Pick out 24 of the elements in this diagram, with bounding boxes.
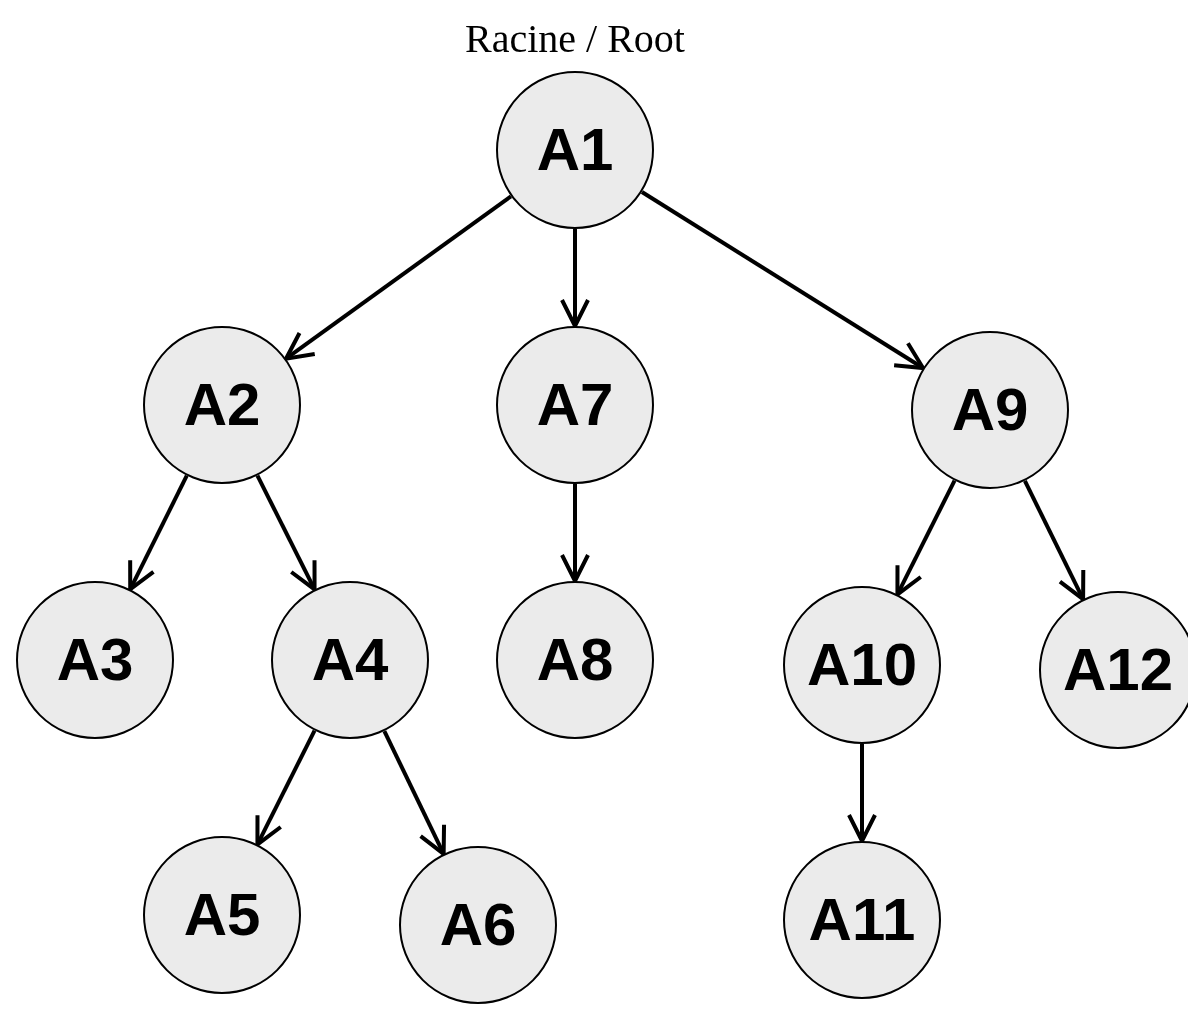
node-label: A2 bbox=[183, 375, 261, 435]
node-caption: Racine / Root bbox=[465, 19, 685, 59]
arrow bbox=[128, 474, 189, 592]
node-label: A1 bbox=[536, 120, 614, 180]
node-label: A8 bbox=[536, 630, 614, 690]
arrow bbox=[895, 479, 957, 597]
arrow bbox=[847, 744, 877, 843]
node-label: A6 bbox=[439, 895, 517, 955]
arrow bbox=[640, 190, 926, 371]
arrow bbox=[560, 229, 590, 328]
arrow bbox=[255, 474, 317, 592]
arrow bbox=[560, 484, 590, 583]
node-label: A4 bbox=[311, 630, 389, 690]
node-label: A10 bbox=[806, 635, 918, 695]
node-label: A12 bbox=[1062, 640, 1174, 700]
node-label: A3 bbox=[56, 630, 134, 690]
node-label: A5 bbox=[183, 885, 261, 945]
arrow bbox=[382, 730, 447, 856]
node-label: A7 bbox=[536, 375, 614, 435]
arrow bbox=[1023, 480, 1086, 602]
node-label: A9 bbox=[951, 380, 1029, 440]
arrow bbox=[255, 729, 317, 847]
node-label: A11 bbox=[808, 890, 916, 950]
arrow bbox=[284, 194, 513, 361]
